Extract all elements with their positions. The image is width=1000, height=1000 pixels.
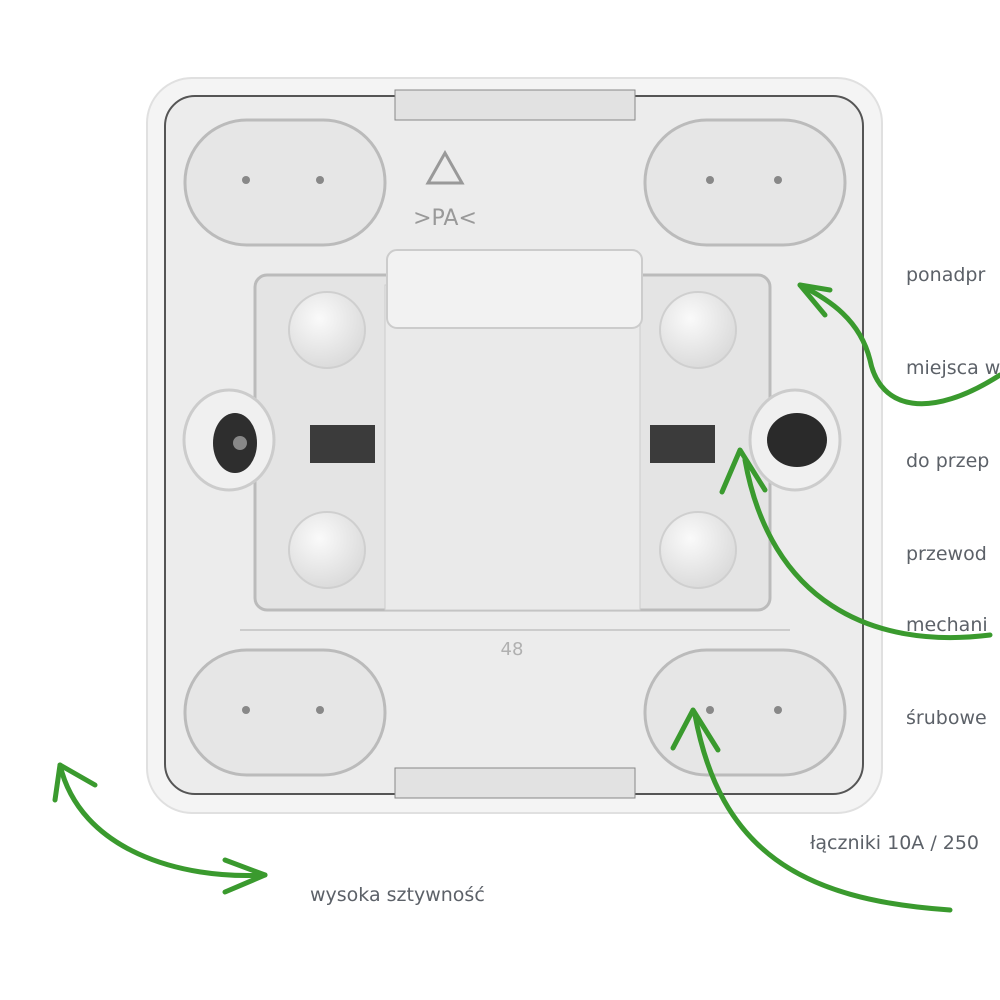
- annotation-top-right: ponadpr miejsca w do przep przewod: [906, 198, 1000, 601]
- annotation-line: śrubowe: [906, 707, 987, 729]
- arrow-top-right: [797, 282, 1000, 407]
- screw-slot-right: [767, 413, 827, 467]
- annotation-middle-right: mechani śrubowe: [906, 548, 988, 765]
- arrowhead-icon: [719, 447, 768, 495]
- annotation-line: mechani: [906, 614, 988, 636]
- screw-caps: [288, 291, 737, 589]
- bottom-clip: [394, 767, 636, 799]
- terminal-right: [650, 425, 715, 463]
- arrowhead-icon: [670, 707, 721, 753]
- pad-top-left: [183, 118, 387, 247]
- mounting-pads: [183, 118, 847, 777]
- top-clip: [394, 89, 636, 121]
- centre-tab: [386, 249, 643, 329]
- pad-bottom-left: [183, 648, 387, 777]
- arrow-bottom-right: [692, 712, 953, 913]
- annotation-line: przewod: [906, 543, 987, 565]
- annotation-bottom-right: łączniki 10A / 250: [810, 832, 980, 854]
- recycle-code: >PA<: [413, 206, 477, 231]
- dimension-label: 48: [501, 639, 524, 660]
- pad-bottom-right: [643, 648, 847, 777]
- annotation-line: miejsca w: [906, 357, 1000, 379]
- arrow-bottom-left: [57, 762, 268, 879]
- annotation-bottom-left: wysoka sztywność: [310, 884, 485, 906]
- arrowhead-icon: [797, 282, 833, 318]
- arrow-middle-right: [742, 457, 993, 641]
- annotation-arrows: [52, 282, 1000, 913]
- terminal-left: [310, 425, 375, 463]
- recycle-icon: [425, 149, 465, 185]
- pad-top-right: [643, 118, 847, 247]
- annotation-line: ponadpr: [906, 264, 986, 286]
- arrowhead-icon: [52, 762, 268, 895]
- annotation-line: do przep: [906, 450, 990, 472]
